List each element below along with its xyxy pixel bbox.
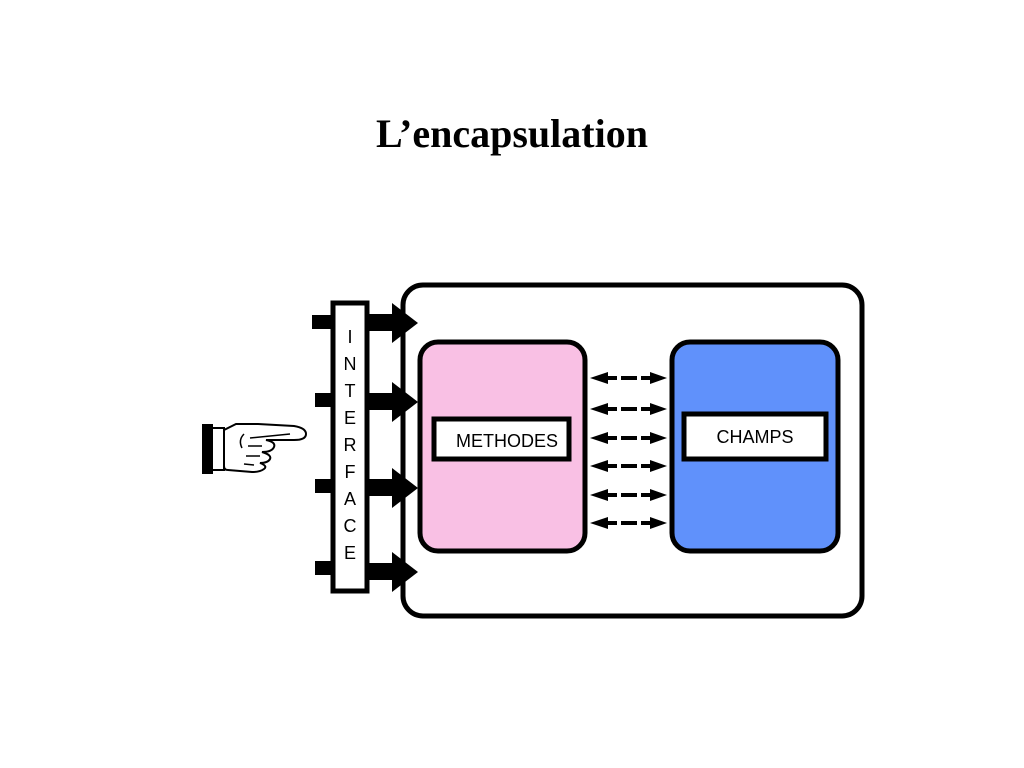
bidirectional-arrow [590,517,667,529]
interface-letters: I N T E R F A C E [344,327,357,563]
interface-letter: N [344,354,357,374]
bidirectional-arrow [590,403,667,415]
methods-label: METHODES [456,431,558,451]
input-stub [315,561,334,575]
fields-label-box [681,411,829,462]
pointing-hand-icon [202,423,308,474]
methods-label-box [431,416,572,462]
interface-letter: R [344,435,357,455]
input-stub [315,479,334,493]
interface-letter: E [344,543,356,563]
interface-letter: T [345,381,356,401]
interface-output-arrows [366,303,418,592]
interface-letter: F [345,462,356,482]
bidirectional-arrow [590,460,667,472]
right-arrow-icon [366,552,418,592]
bidirectional-arrow [590,432,667,444]
right-arrow-icon [366,468,418,508]
fields-label: CHAMPS [716,427,793,447]
right-arrow-icon [366,382,418,422]
bidirectional-arrow [590,372,667,384]
interface-bar [330,300,370,594]
interface-letter: A [344,489,356,509]
right-arrow-icon [366,303,418,343]
method-field-arrows [590,372,667,529]
input-stub [312,315,334,329]
interface-letter: E [344,408,356,428]
input-stub [315,393,334,407]
interface-input-stubs [312,315,334,575]
interface-letter: I [347,327,352,347]
bidirectional-arrow [590,489,667,501]
interface-letter: C [344,516,357,536]
page-title: L’encapsulation [376,111,648,156]
